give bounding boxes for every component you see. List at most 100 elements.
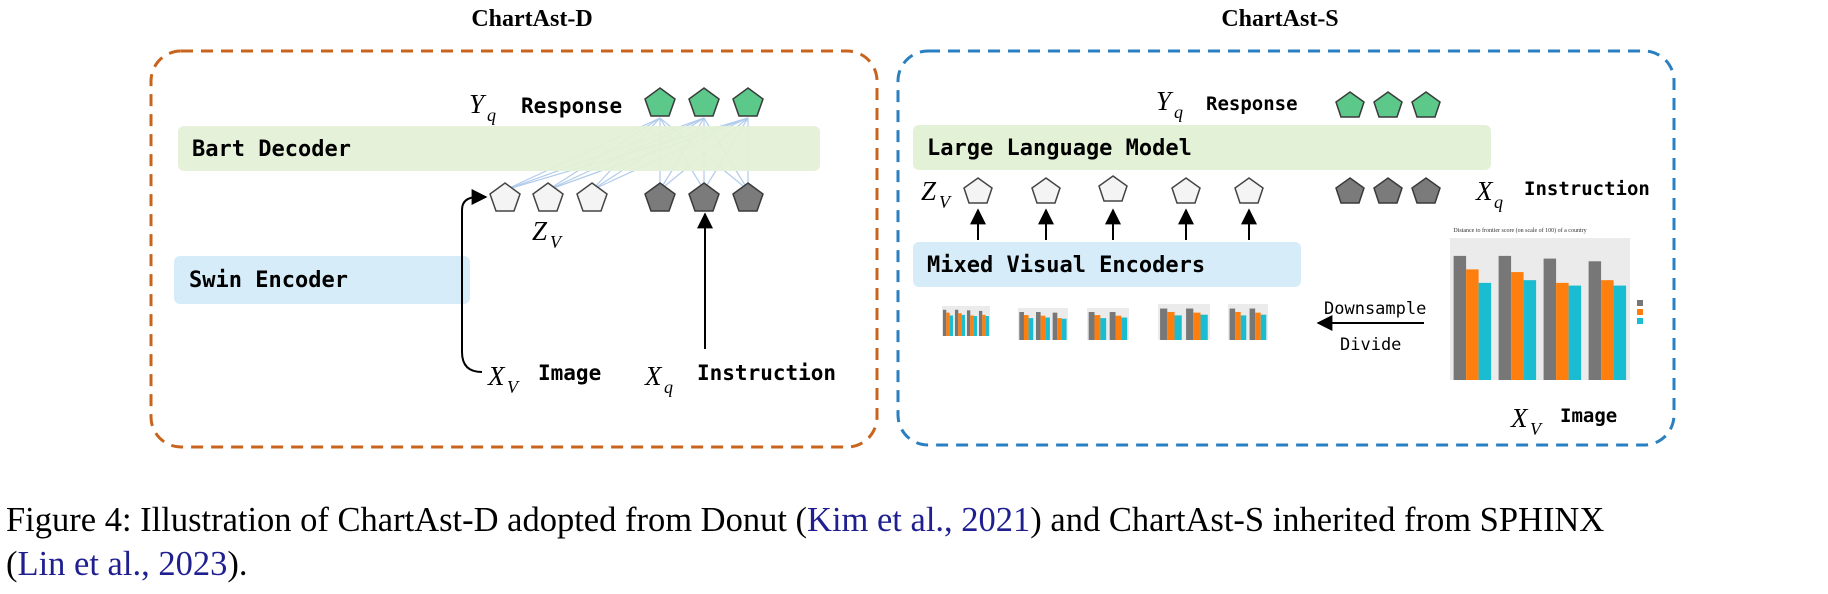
thumbnail-bar (1543, 258, 1557, 380)
instruction-token (1335, 177, 1365, 204)
image-to-visual-arrow (461, 189, 488, 373)
thumbnail-bar (1167, 311, 1175, 340)
svg-text:q: q (664, 377, 673, 397)
sub-image-thumbnail (1018, 308, 1068, 340)
thumbnail-bar (1556, 282, 1569, 380)
caption-middle: ) and ChartAst-S inherited from SPHINX (1030, 501, 1605, 539)
visual-token (1098, 175, 1128, 202)
thumbnail-bar (1229, 308, 1236, 340)
sphinx-image-label: X V Image (1510, 403, 1617, 439)
thumbnail-bar (1193, 312, 1201, 340)
svg-text:V: V (507, 377, 520, 397)
chartast-d-panel: ChartAst-D Y q Response (149, 6, 879, 449)
donut-visual-tokens (489, 182, 608, 212)
response-token (732, 87, 764, 117)
input-chart-plot (1450, 238, 1630, 380)
thumbnail-bar (1466, 269, 1479, 380)
thumbnail-bar (1200, 314, 1208, 340)
citation-lin[interactable]: Lin et al., 2023 (17, 545, 228, 583)
chartast-s-border (896, 49, 1676, 447)
response-subscript: q (487, 105, 496, 125)
mixed-visual-encoders-label: Mixed Visual Encoders (927, 253, 1205, 278)
architecture-diagram: ChartAst-D Y q Response (149, 6, 1676, 449)
thumbnail-bar (1023, 315, 1029, 340)
thumbnail-bar (1045, 317, 1050, 340)
thumbnail-bar (1052, 312, 1058, 340)
svg-text:X: X (487, 361, 506, 391)
thumbnail-bar (1094, 315, 1101, 340)
thumbnail-bar (1040, 315, 1046, 340)
thumbnail-bar (1255, 312, 1261, 340)
input-chart-image: Distance to frontier score (on scale of … (1450, 227, 1643, 380)
thumbnail-bar (1453, 255, 1467, 380)
donut-response-tokens (644, 87, 764, 117)
svg-text:V: V (939, 192, 952, 212)
thumbnail-bar (1109, 312, 1116, 340)
response-token (688, 87, 720, 117)
thumbnail-bar (978, 310, 983, 336)
donut-visual-tokens-label: Z V (532, 216, 563, 252)
thumbnail-bar (1235, 311, 1241, 340)
svg-text:Image: Image (1560, 405, 1617, 427)
downsample-label: Downsample (1324, 299, 1426, 319)
thumbnail-bar (966, 310, 971, 336)
thumbnail-bar (1511, 272, 1524, 380)
svg-text:Z: Z (532, 216, 548, 246)
thumbnail-bar (1568, 285, 1582, 380)
visual-token (576, 182, 608, 212)
thumbnail-bar (1028, 318, 1034, 340)
swin-encoder-box (174, 256, 470, 304)
svg-text:Instruction: Instruction (697, 361, 836, 385)
thumbnail-bar (1100, 318, 1107, 340)
llm-box (913, 125, 1491, 170)
svg-text:Response: Response (1206, 93, 1298, 115)
sub-image-thumbnails (942, 304, 1268, 340)
divide-label: Divide (1340, 335, 1401, 355)
caption-prefix: Figure 4: Illustration of ChartAst-D ado… (6, 501, 808, 539)
chartast-d-border (149, 49, 879, 449)
caption-suffix: ). (227, 545, 248, 583)
visual-token (532, 182, 564, 212)
bart-decoder-label: Bart Decoder (192, 137, 351, 162)
sphinx-instruction-label: X q Instruction (1475, 176, 1650, 212)
thumbnail-bar (1498, 255, 1512, 380)
svg-text:Y: Y (1156, 86, 1174, 116)
sphinx-visual-tokens-label: Z V (921, 176, 952, 212)
chartast-d-title: ChartAst-D (471, 6, 592, 32)
citation-kim[interactable]: Kim et al., 2021 (807, 501, 1031, 539)
thumbnail-bar (958, 313, 962, 336)
thumbnail-bar (1186, 308, 1194, 340)
donut-instruction-tokens (644, 182, 764, 212)
thumbnail-bar (1121, 317, 1128, 340)
sub-image-thumbnail (1158, 304, 1210, 340)
thumbnail-bar (1160, 308, 1168, 340)
thumbnail-bar (973, 316, 977, 336)
sub-image-thumbnail (1087, 308, 1129, 340)
chartast-s-title: ChartAst-S (1221, 6, 1338, 32)
thumbnail-bar (1036, 312, 1041, 340)
visual-token (1031, 177, 1061, 204)
swin-encoder-label: Swin Encoder (189, 268, 348, 293)
visual-token (963, 177, 993, 204)
instruction-token (1373, 177, 1403, 204)
input-chart-legend (1637, 300, 1643, 324)
thumbnail-bar (982, 314, 986, 336)
sphinx-instruction-tokens (1335, 177, 1441, 204)
visual-token (1171, 177, 1201, 204)
sphinx-visual-tokens (963, 175, 1264, 204)
visual-token (1234, 177, 1264, 204)
svg-text:V: V (1530, 419, 1543, 439)
mixed-visual-encoders-box (913, 242, 1301, 287)
thumbnail-bar (954, 309, 959, 336)
response-symbol: Y (469, 89, 487, 119)
svg-text:X: X (1475, 176, 1494, 206)
encoder-to-token-arrows (970, 208, 1257, 240)
donut-response-label: Y q Response (469, 89, 622, 125)
response-token (644, 87, 676, 117)
svg-text:V: V (550, 232, 563, 252)
thumbnail-bar (949, 315, 953, 336)
thumbnail-bar (961, 314, 965, 336)
sphinx-response-label: Y q Response (1156, 86, 1298, 122)
input-chart-title: Distance to frontier score (on scale of … (1453, 227, 1586, 234)
response-token (1373, 91, 1403, 118)
